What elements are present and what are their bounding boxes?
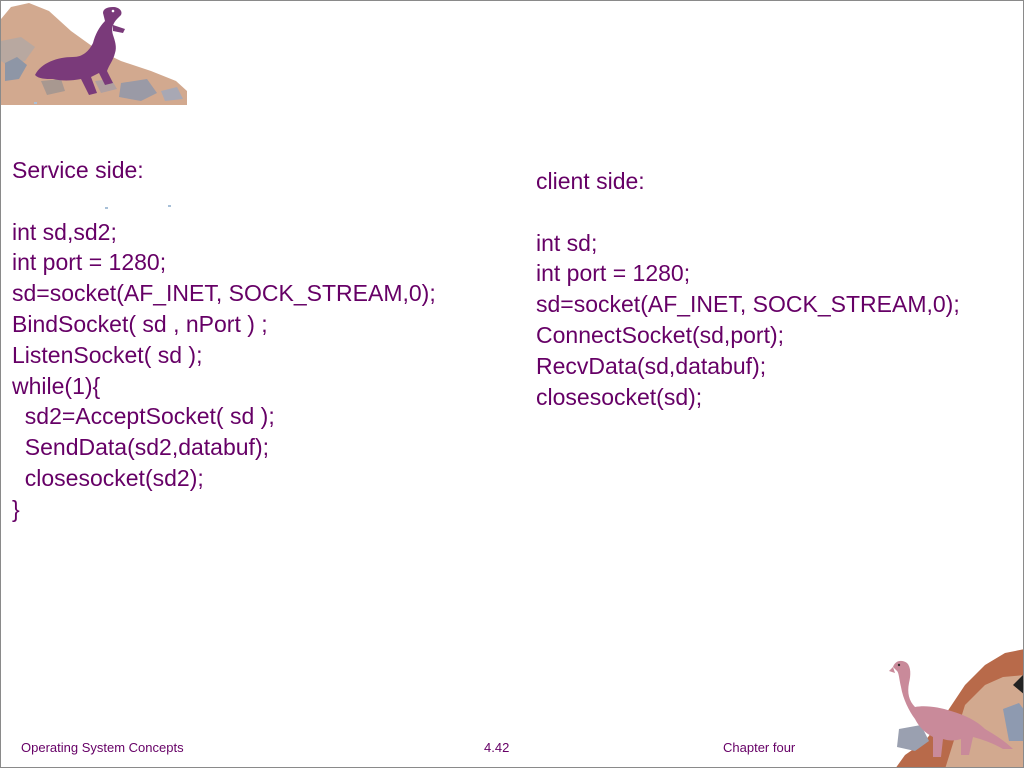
code-line: ListenSocket( sd ); (12, 341, 203, 368)
code-line (536, 197, 960, 228)
code-line: ConnectSocket(sd,port); (536, 321, 785, 348)
speck-mark (105, 207, 108, 209)
code-line: closesocket(sd); (536, 383, 703, 410)
code-line: client side: (536, 168, 645, 194)
footer-course-title: Operating System Concepts (21, 740, 184, 755)
client-code-block: client side: int sd; int port = 1280; sd=so… (536, 166, 960, 412)
server-code-block: Service side: int sd,sd2; int port = 1280;… (12, 155, 436, 525)
code-line: Service side: (12, 157, 144, 183)
code-line: int port = 1280; (536, 260, 691, 287)
code-line: sd=socket(AF_INET, SOCK_STREAM,0); (12, 280, 436, 307)
code-line (12, 186, 436, 217)
code-line: } (12, 495, 20, 522)
code-line: closesocket(sd2); (12, 464, 204, 491)
code-line: while(1){ (12, 372, 101, 399)
code-line: RecvData(sd,databuf); (536, 352, 767, 379)
footer-chapter: Chapter four (723, 740, 796, 755)
speck-mark (168, 205, 171, 207)
code-line: int sd; (536, 229, 598, 256)
code-line: sd2=AcceptSocket( sd ); (12, 403, 275, 430)
code-line: sd=socket(AF_INET, SOCK_STREAM,0); (536, 291, 960, 318)
code-line: int sd,sd2; (12, 218, 117, 245)
dinosaur-clipart-bottom (889, 649, 1023, 767)
code-line: SendData(sd2,databuf); (12, 434, 269, 461)
speck-mark (34, 102, 37, 104)
code-line: BindSocket( sd , nPort ) ; (12, 310, 268, 337)
dinosaur-clipart-top (1, 3, 187, 105)
code-line: int port = 1280; (12, 249, 167, 276)
footer-page-number: 4.42 (484, 740, 510, 755)
